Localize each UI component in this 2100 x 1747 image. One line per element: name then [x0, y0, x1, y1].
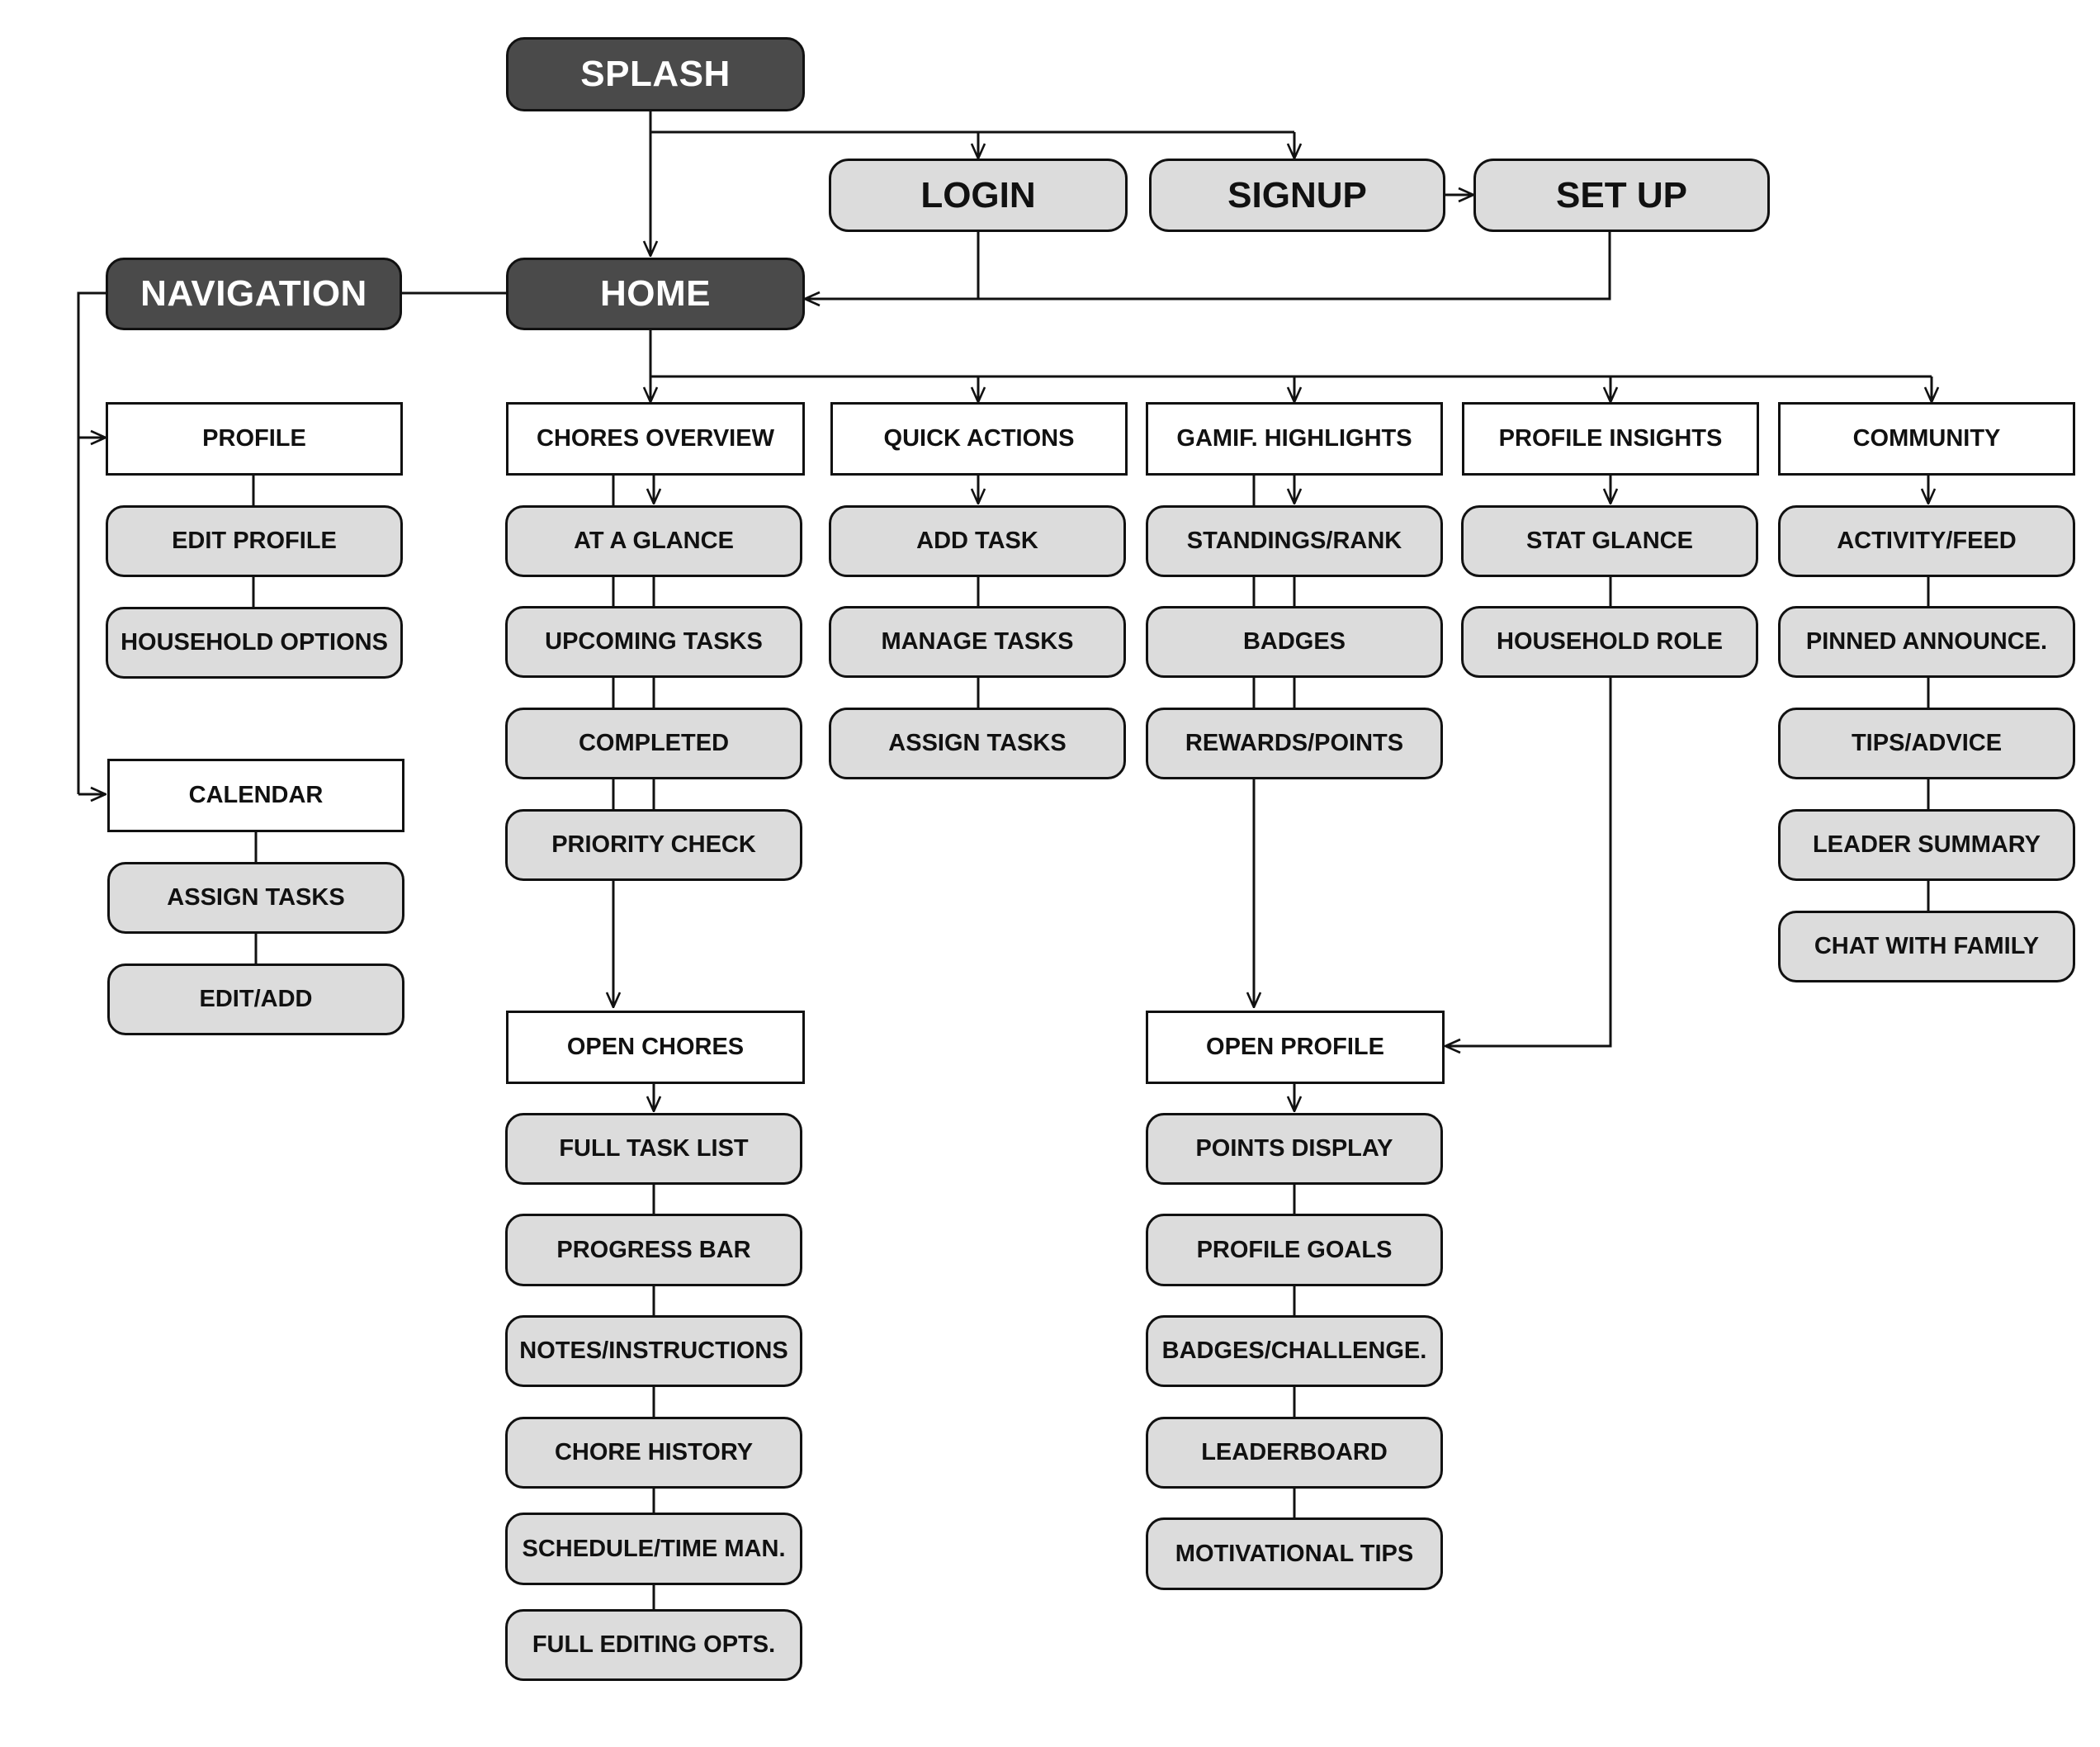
quick-actions-section: QUICK ACTIONS [830, 402, 1128, 476]
standings-rank-node: STANDINGS/RANK [1146, 505, 1443, 577]
schedule-time-node: SCHEDULE/TIME MAN. [505, 1513, 802, 1585]
upcoming-tasks-node: UPCOMING TASKS [505, 606, 802, 678]
badges-node: BADGES [1146, 606, 1443, 678]
edit-profile-node: EDIT PROFILE [106, 505, 403, 577]
household-options-node: HOUSEHOLD OPTIONS [106, 607, 403, 679]
navigation-node: NAVIGATION [106, 258, 402, 330]
badges-challenge-node: BADGES/CHALLENGE. [1146, 1315, 1443, 1387]
signup-node: SIGNUP [1149, 159, 1445, 232]
profile-section: PROFILE [106, 402, 403, 476]
splash-node: SPLASH [506, 37, 805, 111]
rewards-points-node: REWARDS/POINTS [1146, 708, 1443, 779]
edge-nav-spine [77, 291, 106, 794]
progress-bar-node: PROGRESS BAR [505, 1214, 802, 1286]
profile-goals-node: PROFILE GOALS [1146, 1214, 1443, 1286]
pinned-announce-node: PINNED ANNOUNCE. [1778, 606, 2075, 678]
calendar-section: CALENDAR [107, 759, 404, 832]
gamif-highlights-section: GAMIF. HIGHLIGHTS [1146, 402, 1443, 476]
notes-instructions-node: NOTES/INSTRUCTIONS [505, 1315, 802, 1387]
leader-summary-node: LEADER SUMMARY [1778, 809, 2075, 881]
activity-feed-node: ACTIVITY/FEED [1778, 505, 2075, 577]
full-task-list-node: FULL TASK LIST [505, 1113, 802, 1185]
priority-check-node: PRIORITY CHECK [505, 809, 802, 881]
calendar-assign-tasks-node: ASSIGN TASKS [107, 862, 404, 934]
home-node: HOME [506, 258, 805, 330]
setup-node: SET UP [1473, 159, 1770, 232]
chores-overview-section: CHORES OVERVIEW [506, 402, 805, 476]
open-profile-section: OPEN PROFILE [1146, 1011, 1445, 1084]
chat-with-family-node: CHAT WITH FAMILY [1778, 911, 2075, 982]
edit-add-node: EDIT/ADD [107, 963, 404, 1035]
open-chores-section: OPEN CHORES [506, 1011, 805, 1084]
login-node: LOGIN [829, 159, 1128, 232]
manage-tasks-node: MANAGE TASKS [829, 606, 1126, 678]
motivational-tips-node: MOTIVATIONAL TIPS [1146, 1517, 1443, 1590]
profile-insights-section: PROFILE INSIGHTS [1462, 402, 1759, 476]
edge-setup-home [805, 232, 1611, 299]
leaderboard-node: LEADERBOARD [1146, 1417, 1443, 1489]
completed-node: COMPLETED [505, 708, 802, 779]
add-task-node: ADD TASK [829, 505, 1126, 577]
stat-glance-node: STAT GLANCE [1461, 505, 1758, 577]
full-editing-opts-node: FULL EDITING OPTS. [505, 1609, 802, 1681]
edge-home-stem [649, 330, 1932, 378]
chore-history-node: CHORE HISTORY [505, 1417, 802, 1489]
points-display-node: POINTS DISPLAY [1146, 1113, 1443, 1185]
edge-role-openprofile [1445, 678, 1612, 1046]
tips-advice-node: TIPS/ADVICE [1778, 708, 2075, 779]
at-a-glance-node: AT A GLANCE [505, 505, 802, 577]
quick-assign-tasks-node: ASSIGN TASKS [829, 708, 1126, 779]
household-role-node: HOUSEHOLD ROLE [1461, 606, 1758, 678]
community-section: COMMUNITY [1778, 402, 2075, 476]
